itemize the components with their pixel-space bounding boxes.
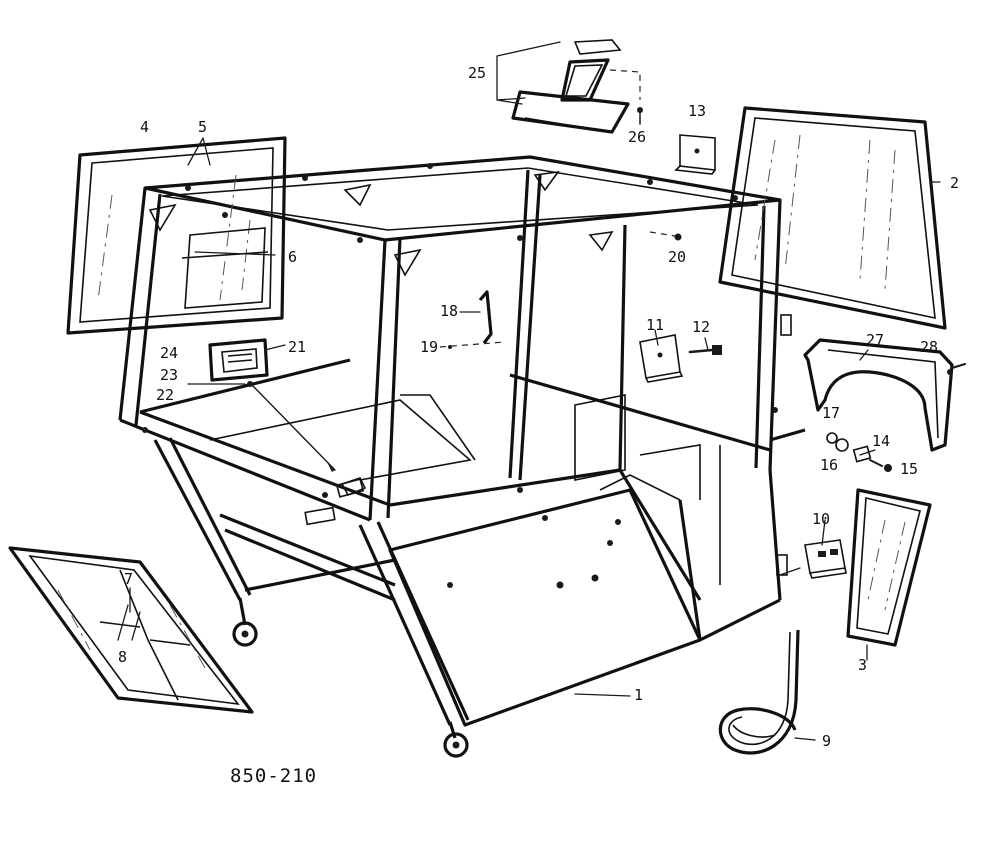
cab-frame	[118, 155, 806, 758]
callout-21: 21	[288, 338, 306, 356]
bracket-13	[674, 134, 716, 175]
callout-4: 4	[140, 118, 149, 136]
left-side-window	[66, 136, 287, 335]
callout-8: 8	[118, 648, 127, 666]
callout-15: 15	[900, 460, 918, 478]
callout-14: 14	[872, 432, 890, 450]
callout-13: 13	[688, 102, 706, 120]
callout-19: 19	[420, 338, 438, 356]
leader-lines	[117, 41, 941, 741]
callout-9: 9	[822, 732, 831, 750]
latch-11	[639, 334, 722, 383]
callout-27: 27	[866, 331, 884, 349]
callout-18: 18	[440, 302, 458, 320]
small-right-window	[846, 488, 932, 647]
front-window	[8, 546, 254, 714]
right-side-window	[718, 106, 947, 330]
callout-1: 1	[634, 686, 643, 704]
callout-16: 16	[820, 456, 838, 474]
callout-11: 11	[646, 316, 664, 334]
seal-frame-27	[803, 338, 966, 452]
callout-3: 3	[858, 656, 867, 674]
callout-7: 7	[124, 570, 133, 588]
caster-left	[232, 597, 258, 647]
dome-light-assembly	[511, 39, 643, 134]
callout-25: 25	[468, 64, 486, 82]
callout-22: 22	[156, 386, 174, 404]
seal-strip-coil	[718, 629, 800, 755]
callout-labels: 1 2 3 4 5 6 7 8 9 10 11 12 13 14 15 16 1…	[118, 64, 959, 750]
figure-code: 850-210	[230, 765, 317, 787]
switch-box	[208, 338, 367, 497]
callout-17: 17	[822, 404, 840, 422]
callout-24: 24	[160, 344, 178, 362]
grab-handle	[439, 290, 506, 349]
caster-front	[443, 721, 469, 758]
callout-28: 28	[920, 338, 938, 356]
callout-6: 6	[288, 248, 297, 266]
callout-23: 23	[160, 366, 178, 384]
callout-2: 2	[950, 174, 959, 192]
bracket-10	[804, 539, 847, 579]
callout-26: 26	[628, 128, 646, 146]
callout-5: 5	[198, 118, 207, 136]
callout-20: 20	[668, 248, 686, 266]
screw-20	[649, 231, 682, 241]
callout-10: 10	[812, 510, 830, 528]
callout-12: 12	[692, 318, 710, 336]
